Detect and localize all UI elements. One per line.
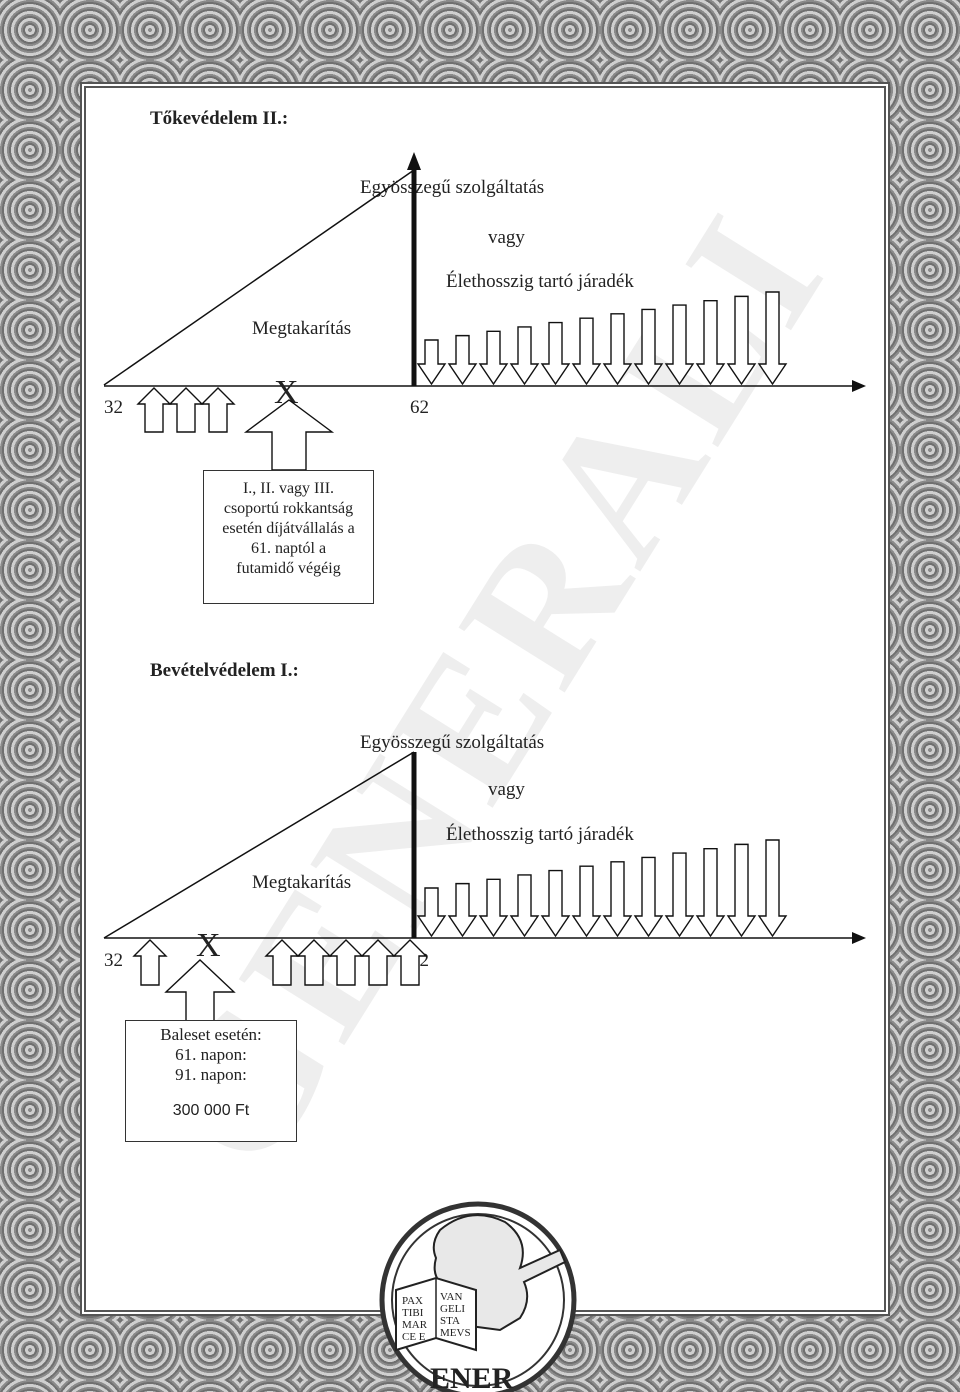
section1-axis-arrowhead: [852, 380, 866, 392]
premium-up-arrow: [132, 939, 168, 986]
book-left-line-3: MAR: [402, 1319, 428, 1331]
section1-maturity-arrowhead: [407, 152, 421, 170]
section1-note-line: csoportú rokkantság: [223, 500, 354, 517]
annuity-down-arrow: [447, 334, 478, 386]
section2-note-amount: 300 000 Ft: [172, 1102, 250, 1119]
section1-annuity-label: Élethosszig tartó járadék: [446, 270, 634, 292]
premium-up-arrow: [296, 939, 332, 986]
annuity-down-arrow: [447, 882, 478, 938]
annuity-down-arrow: [416, 339, 447, 386]
section2-x-marker: X: [196, 927, 221, 964]
annuity-down-arrow: [416, 887, 447, 938]
section2-note-box: Baleset esetén: 61. napon: 91. napon: 30…: [125, 1020, 297, 1142]
section1-savings-label: Megtakarítás: [252, 318, 351, 339]
premium-up-arrow: [328, 939, 364, 986]
section2-note-line: 91. napon:: [175, 1065, 247, 1084]
book-left-line-2: TIBI: [402, 1307, 424, 1319]
annuity-down-arrow: [509, 326, 540, 386]
book-right-line-3: STA: [440, 1315, 460, 1327]
annuity-down-arrow: [695, 300, 726, 386]
section1-age-end: 62: [410, 397, 429, 418]
book-right-line-1: VAN: [440, 1291, 462, 1303]
premium-up-arrow: [360, 939, 396, 986]
section1-lump-sum-label: Egyösszegű szolgáltatás: [360, 177, 544, 198]
book-icon: [395, 1276, 477, 1352]
section1-note-line: futamidő végéig: [236, 560, 341, 577]
annuity-down-arrow: [757, 291, 788, 386]
generali-seal: PAX TIBI MAR CE E VAN GELI STA MEVS ENER: [379, 1201, 577, 1392]
annuity-down-arrow: [726, 843, 757, 938]
section1-annuity-arrows: [416, 291, 788, 386]
section1-waiver-arrow: [243, 399, 335, 471]
section1-note-line: 61. naptól a: [250, 540, 327, 557]
section1-title: Tőkevédelem II.:: [150, 108, 288, 129]
annuity-down-arrow: [478, 330, 509, 386]
premium-up-arrow: [168, 387, 204, 433]
annuity-down-arrow: [571, 865, 602, 938]
annuity-down-arrow: [633, 856, 664, 938]
section2-savings-slope: [103, 751, 415, 939]
annuity-down-arrow: [664, 852, 695, 938]
annuity-down-arrow: [664, 304, 695, 386]
section1-note-line: esetén díjátvállalás a: [222, 520, 355, 537]
annuity-down-arrow: [571, 317, 602, 386]
section1-premium-arrows: [136, 387, 236, 433]
book-right-line-2: GELI: [440, 1303, 465, 1315]
section2-accident-arrow: [164, 959, 236, 1023]
annuity-down-arrow: [540, 869, 571, 938]
premium-up-arrow: [392, 939, 428, 986]
section2-note-line: 61. napon:: [175, 1045, 247, 1064]
premium-up-arrow: [200, 387, 236, 433]
annuity-down-arrow: [509, 874, 540, 938]
premium-up-arrow: [264, 939, 300, 986]
section2-age-start: 32: [104, 950, 123, 971]
section2-axis-arrowhead: [852, 932, 866, 944]
annuity-down-arrow: [602, 313, 633, 386]
section2-or-label: vagy: [488, 779, 525, 800]
section2-premium-arrows: [132, 939, 428, 986]
annuity-down-arrow: [633, 308, 664, 386]
section1-or-label: vagy: [488, 227, 525, 248]
section2-annuity-label: Élethosszig tartó járadék: [446, 823, 634, 845]
annuity-down-arrow: [695, 848, 726, 938]
seal-bottom-text: ENER: [430, 1362, 514, 1392]
annuity-down-arrow: [757, 839, 788, 938]
book-left-line-4: CE E: [402, 1331, 426, 1343]
annuity-down-arrow: [726, 295, 757, 386]
premium-up-arrow: [136, 387, 172, 433]
section2-annuity-arrows: [416, 839, 788, 938]
section2-title: Bevételvédelem I.:: [150, 660, 299, 681]
annuity-down-arrow: [602, 861, 633, 938]
section1-age-start: 32: [104, 397, 123, 418]
section2-lump-sum-label: Egyösszegű szolgáltatás: [360, 732, 544, 753]
section1-note-line: I., II. vagy III.: [242, 480, 335, 497]
annuity-down-arrow: [478, 878, 509, 938]
section1-note-box: I., II. vagy III. csoportú rokkantság es…: [203, 470, 374, 604]
book-right-line-4: MEVS: [440, 1327, 471, 1339]
annuity-down-arrow: [540, 321, 571, 386]
book-left-line-1: PAX: [402, 1295, 423, 1307]
section1-savings-slope: [103, 169, 415, 386]
section2-note-line: Baleset esetén:: [160, 1025, 262, 1044]
section2-savings-label: Megtakarítás: [252, 872, 351, 893]
